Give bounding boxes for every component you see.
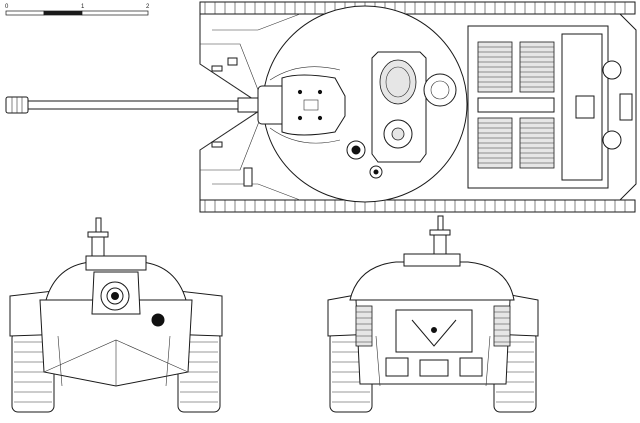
side-fitting: [243, 167, 253, 187]
track-links-lower: [204, 200, 626, 212]
rear-turret: [349, 261, 515, 301]
scale-bar: 0 1 2: [5, 4, 150, 16]
rear-view: [327, 215, 539, 413]
gun-barrel: [5, 96, 261, 114]
scale-label-0: 0: [5, 4, 9, 10]
top-view: [5, 1, 637, 213]
front-cupola-base: [85, 255, 147, 271]
mantlet-collar: [237, 97, 261, 113]
headlight-upper: [227, 57, 238, 66]
mantlet-plate: [281, 74, 346, 136]
turret-vent: [346, 140, 366, 160]
rear-tow-left: [385, 357, 409, 377]
rear-aa-gun: [429, 215, 451, 255]
engine-deck: [467, 25, 633, 189]
engine-access-panel: [477, 97, 555, 113]
scale-label-2: 2: [146, 4, 150, 10]
rear-transmission-hatch: [395, 309, 473, 353]
rear-fuel-cap-2: [602, 130, 622, 150]
commander-cupola: [371, 51, 427, 163]
front-aa-gun: [87, 217, 109, 257]
scale-label-1: 1: [81, 4, 85, 10]
rear-fuel-cap-1: [602, 60, 622, 80]
rear-lamp-box: [419, 359, 449, 377]
rear-hatch: [575, 95, 595, 119]
turret: [257, 5, 468, 203]
tow-hook-upper: [211, 65, 223, 72]
barrel-tube: [27, 100, 239, 110]
loader-hatch: [423, 73, 457, 107]
front-view: [9, 217, 223, 413]
rear-cupola-base: [403, 253, 461, 267]
front-headlight: [151, 313, 165, 327]
rear-tow-right: [459, 357, 483, 377]
tow-hook-lower: [211, 141, 223, 148]
rear-tow-bracket: [619, 93, 633, 121]
